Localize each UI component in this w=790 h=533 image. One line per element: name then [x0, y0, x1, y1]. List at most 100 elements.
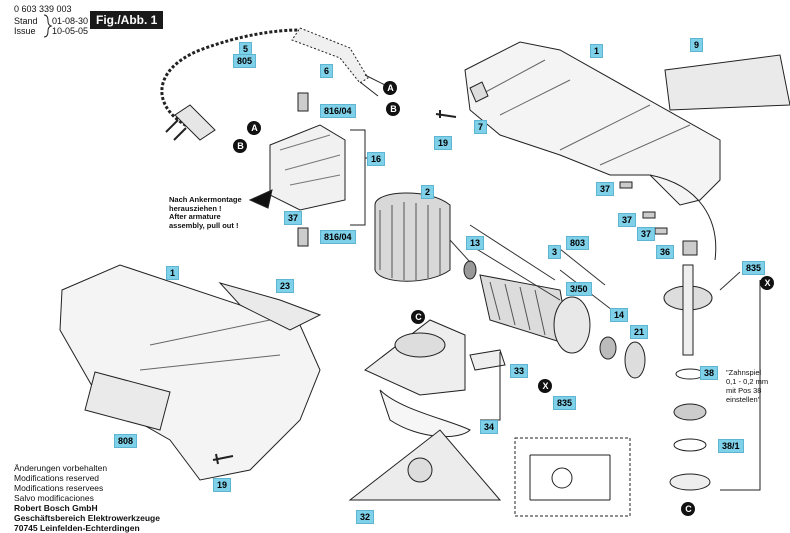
power-cord — [160, 28, 301, 132]
footer-line-4: Salvo modificaciones — [14, 493, 94, 503]
callout-805: 805 — [233, 54, 257, 68]
screw-bottom — [212, 453, 234, 465]
clamp-flange — [669, 473, 711, 491]
marker-circle-c2 — [681, 502, 695, 516]
note-armature-line-3: After armature — [169, 212, 221, 221]
top-housing-ribs — [479, 59, 691, 166]
callout-808: 808 — [114, 434, 138, 448]
callout-19-top: 19 — [434, 136, 453, 150]
leader-835 — [719, 271, 741, 291]
shim-38-1 — [673, 438, 707, 452]
callout-21: 21 — [630, 325, 649, 339]
marker-b1: B — [390, 104, 397, 114]
note-armature: Nach Ankermontage herausziehen ! After a… — [169, 195, 242, 230]
callout-14: 14 — [610, 308, 629, 322]
marker-circle-a2 — [247, 121, 261, 135]
top-housing — [464, 41, 721, 206]
note-backlash: "Zahnspiel 0,1 - 0,2 mm mit Pos 38 einst… — [726, 368, 768, 404]
screw-top — [435, 110, 457, 118]
bottom-housing-ribs — [139, 319, 281, 371]
bearing-14 — [599, 336, 617, 360]
motor-symbol — [551, 467, 573, 489]
callout-835-right: 835 — [742, 261, 766, 275]
bearing-13 — [463, 260, 477, 280]
callout-5: 5 — [239, 42, 253, 56]
callout-1-top: 1 — [590, 44, 604, 58]
footer-line-1: Änderungen vorbehalten — [14, 463, 108, 473]
top-housing-nose — [649, 174, 717, 261]
footer-line-3: Modifications reservees — [14, 483, 104, 493]
callout-835-left: 835 — [553, 396, 577, 410]
note-backlash-line-1: "Zahnspiel — [726, 368, 762, 377]
callout-13: 13 — [466, 236, 485, 250]
switch-slider-23 — [218, 282, 322, 331]
bracket-16 — [350, 129, 366, 226]
callout-37-c: 37 — [637, 227, 656, 241]
sanding-plate-hub — [407, 457, 433, 483]
callout-33: 33 — [510, 364, 529, 378]
note-armature-line-4: assembly, pull out ! — [169, 220, 239, 230]
marker-circle-a1 — [383, 81, 397, 95]
footer-company-1: Robert Bosch GmbH — [14, 503, 98, 513]
callout-816-04-bottom: 816/04 — [320, 230, 356, 244]
cord-wires — [359, 74, 386, 97]
label-plate-808 — [84, 371, 171, 431]
wiring-lines — [529, 454, 611, 501]
field-stator — [374, 192, 451, 282]
marker-circle-x1 — [538, 379, 552, 393]
callout-37-d: 37 — [284, 211, 303, 225]
callout-9: 9 — [690, 38, 704, 52]
armature-slots — [489, 281, 546, 336]
marker-c2: C — [685, 504, 692, 514]
bracket-835-right — [720, 280, 761, 491]
wiring-diagram — [514, 437, 631, 517]
issue-label: Issue — [14, 26, 36, 36]
callout-23: 23 — [276, 279, 295, 293]
cord-sleeve — [291, 27, 369, 84]
callout-1-bottom: 1 — [166, 266, 180, 280]
figure-badge: Fig./Abb. 1 — [90, 11, 164, 29]
callout-803: 803 — [566, 236, 590, 250]
switch-detail — [279, 134, 341, 186]
callout-37-b: 37 — [618, 213, 637, 227]
callout-34: 34 — [480, 420, 499, 434]
armature-fan — [553, 296, 591, 354]
spindle — [682, 264, 694, 356]
footer-company-2: Geschäftsbereich Elektrowerkzeuge — [14, 513, 160, 523]
callout-36: 36 — [656, 245, 675, 259]
stator-windings — [379, 202, 441, 280]
callout-37-a: 37 — [596, 182, 615, 196]
marker-circle-b2 — [233, 139, 247, 153]
callout-38: 38 — [700, 366, 719, 380]
pinion-21 — [624, 341, 646, 379]
note-backlash-line-2: 0,1 - 0,2 mm — [726, 377, 769, 386]
callout-32: 32 — [356, 510, 375, 524]
label-plate — [664, 54, 790, 111]
footer-company-3: 70745 Leinfelden-Echterdingen — [14, 523, 140, 533]
arrow-pull-out — [248, 189, 273, 209]
note-armature-line-1: Nach Ankermontage — [169, 195, 242, 204]
callout-38-1: 38/1 — [718, 439, 744, 453]
doc-number: 0 603 339 003 — [14, 4, 72, 14]
switch-slider — [469, 81, 489, 103]
marker-a1: A — [387, 83, 394, 93]
marker-a2: A — [251, 123, 258, 133]
marker-circle-c1 — [411, 310, 425, 324]
pin-37b — [642, 211, 656, 219]
footer-line-2: Modifications reserved — [14, 473, 100, 483]
marker-b2: B — [237, 141, 244, 151]
pin-37a — [619, 181, 633, 189]
marker-x2: X — [764, 278, 771, 288]
plug-pins — [165, 119, 187, 141]
issue-value: 10-05-05 — [52, 26, 89, 36]
pad-clip — [469, 349, 506, 371]
callout-19-bottom: 19 — [213, 478, 232, 492]
marker-circle-x2 — [760, 276, 774, 290]
carbon-brush-bottom — [297, 227, 309, 247]
callout-7: 7 — [474, 120, 488, 134]
callout-16: 16 — [367, 152, 386, 166]
footer: Änderungen vorbehalten Modifications res… — [14, 463, 160, 533]
